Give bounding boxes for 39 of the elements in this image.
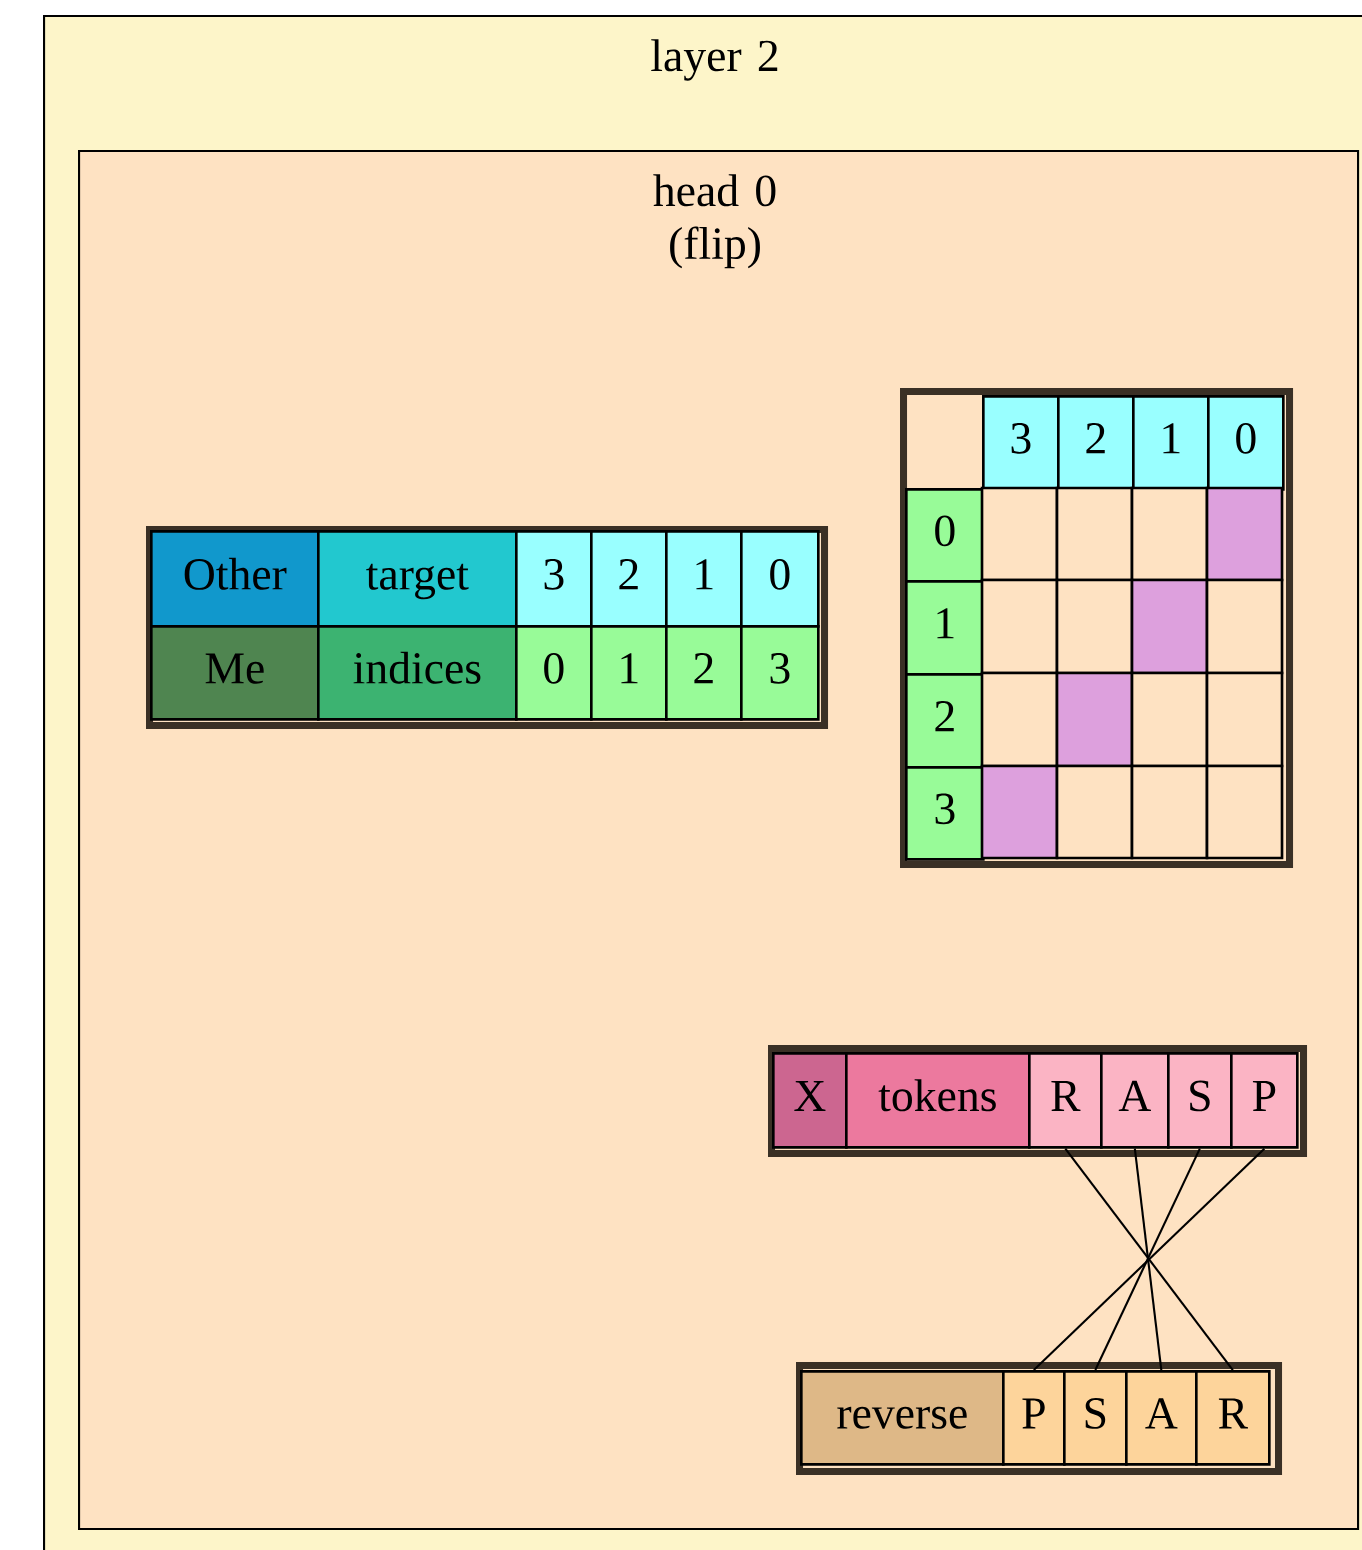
table-frame [796,1362,1283,1476]
table-cell: Other [150,530,320,628]
table-cell: P [1230,1052,1299,1149]
table-cell: P [1002,1370,1066,1466]
table-cell: 1 [1132,395,1210,491]
connector-line [1064,1148,1234,1371]
table-cell: R [1195,1370,1271,1466]
table-cell: S [1167,1052,1233,1149]
table-cell: 3 [740,625,820,721]
table-cell: A [1125,1370,1198,1466]
table-cell: 3 [905,766,985,861]
table-cell: 1 [905,580,985,676]
table-frame [768,1045,1308,1158]
table-cell: 2 [1057,395,1135,491]
table-cell: target [317,530,518,628]
table-cell: Me [150,625,320,721]
table-cell: 2 [905,673,985,769]
connector-line [1033,1147,1266,1371]
table-cell: 1 [590,625,668,721]
table-cell: 0 [1207,395,1285,491]
table-frame [900,388,1294,869]
table-cell: 0 [905,488,985,583]
table-cell: reverse [800,1370,1005,1466]
table-cell: 0 [740,530,820,628]
table-cell: tokens [845,1052,1031,1149]
table-cell: S [1063,1370,1128,1466]
table-cell: A [1100,1052,1170,1149]
table-cell: X [772,1052,848,1149]
table-cell: 3 [515,530,593,628]
table-cell: 3 [982,395,1060,491]
table-cell: indices [317,625,518,721]
table-cell: 1 [665,530,743,628]
table-frame [146,526,829,730]
table-cell: 0 [515,625,593,721]
connector-line [1094,1148,1201,1371]
table-cell: 2 [665,625,743,721]
connector-line [1133,1148,1163,1371]
table-cell: R [1028,1052,1103,1149]
table-cell: 2 [590,530,668,628]
